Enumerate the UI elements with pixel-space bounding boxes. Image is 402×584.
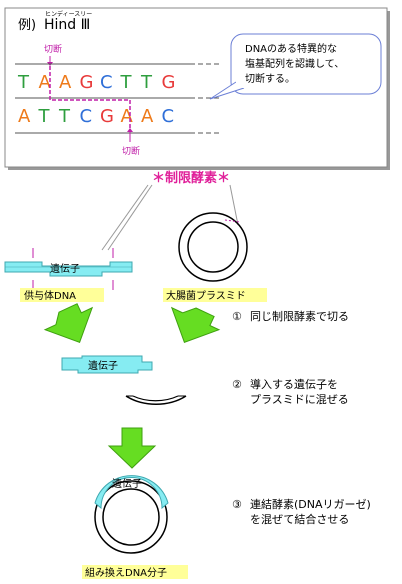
enzyme-ruby: ヒンディースリー: [45, 10, 92, 18]
top-base-6: T: [120, 72, 133, 93]
top-base-4: G: [80, 72, 94, 93]
donor-label: 供与体DNA: [24, 289, 76, 302]
green-arrow-down: [107, 427, 157, 469]
enzyme-line-right: [229, 184, 239, 226]
step-1-text: 同じ制限酵素で切る: [250, 310, 349, 323]
top-base-7: T: [140, 72, 153, 93]
donor-label-bg: [20, 288, 104, 302]
callout-line-3: 切断する。: [245, 72, 295, 85]
step-1-number: ①: [232, 310, 242, 323]
callout-line-1: DNAのある特異的な: [245, 42, 337, 55]
result-label-bg: [82, 565, 188, 579]
example-prefix: 例): [18, 18, 36, 33]
cut-path: [49, 66, 131, 130]
cut-label-top: 切断: [44, 43, 62, 55]
fragment-gene-label: 遺伝子: [88, 359, 118, 372]
gene-fragment: [61, 355, 153, 374]
bottom-base-1: A: [18, 106, 31, 127]
bottom-base-5: G: [100, 106, 114, 127]
callout-box: [230, 33, 382, 95]
step-3-line-2: を混ぜて結合させる: [250, 512, 349, 526]
bottom-base-8: C: [162, 106, 175, 127]
top-base-3: A: [59, 72, 72, 93]
enzyme-line-left-2: [107, 184, 153, 251]
step-3-line-1: 連結酵素(DNAリガーゼ): [250, 497, 371, 511]
open-plasmid-outer: [125, 395, 187, 405]
step-2-line-1: 導入する遺伝子を: [250, 377, 338, 391]
plasmid-inner: [187, 221, 239, 273]
enzyme-name: Hind Ⅲ: [44, 17, 90, 33]
plasmid-label: 大腸菌プラスミド: [166, 289, 246, 302]
bottom-base-3: T: [58, 106, 71, 127]
open-plasmid-inner: [132, 395, 179, 402]
bottom-base-6: A: [121, 106, 134, 127]
cut-arrowhead-bottom: [127, 128, 133, 132]
green-arrow-left: [43, 303, 94, 343]
top-base-1: T: [17, 72, 30, 93]
recombinant-gene-segment: [94, 475, 169, 510]
plasmid-label-bg: [163, 288, 267, 302]
callout-pointer-mask: [236, 80, 248, 88]
callout-line-2: 塩基配列を認識して、: [245, 57, 344, 70]
result-label: 組み換えDNA分子: [85, 566, 167, 579]
bottom-base-7: A: [141, 106, 154, 127]
recombinant-inner: [102, 488, 160, 546]
step-3-number: ③: [232, 498, 242, 511]
donor-dna-bar: [4, 261, 133, 277]
plasmid-cut-site: [224, 219, 241, 223]
top-base-2: A: [39, 72, 52, 93]
enzyme-label: ＊制限酵素＊: [152, 170, 230, 186]
bottom-base-4: C: [80, 106, 93, 127]
cut-label-bottom: 切断: [122, 145, 140, 157]
step-2-line-2: プラスミドに混ぜる: [250, 393, 349, 406]
callout-pointer: [209, 81, 245, 100]
step-2-number: ②: [232, 378, 242, 391]
top-base-8: G: [162, 72, 176, 93]
recombinant-gene-label: 遺伝子: [112, 477, 142, 490]
donor-gene-label: 遺伝子: [50, 262, 80, 275]
top-base-5: C: [100, 72, 113, 93]
plasmid-outer: [178, 212, 248, 282]
bottom-base-2: T: [38, 106, 51, 127]
green-arrow-right: [170, 306, 221, 343]
enzyme-line-left-1: [101, 184, 149, 251]
